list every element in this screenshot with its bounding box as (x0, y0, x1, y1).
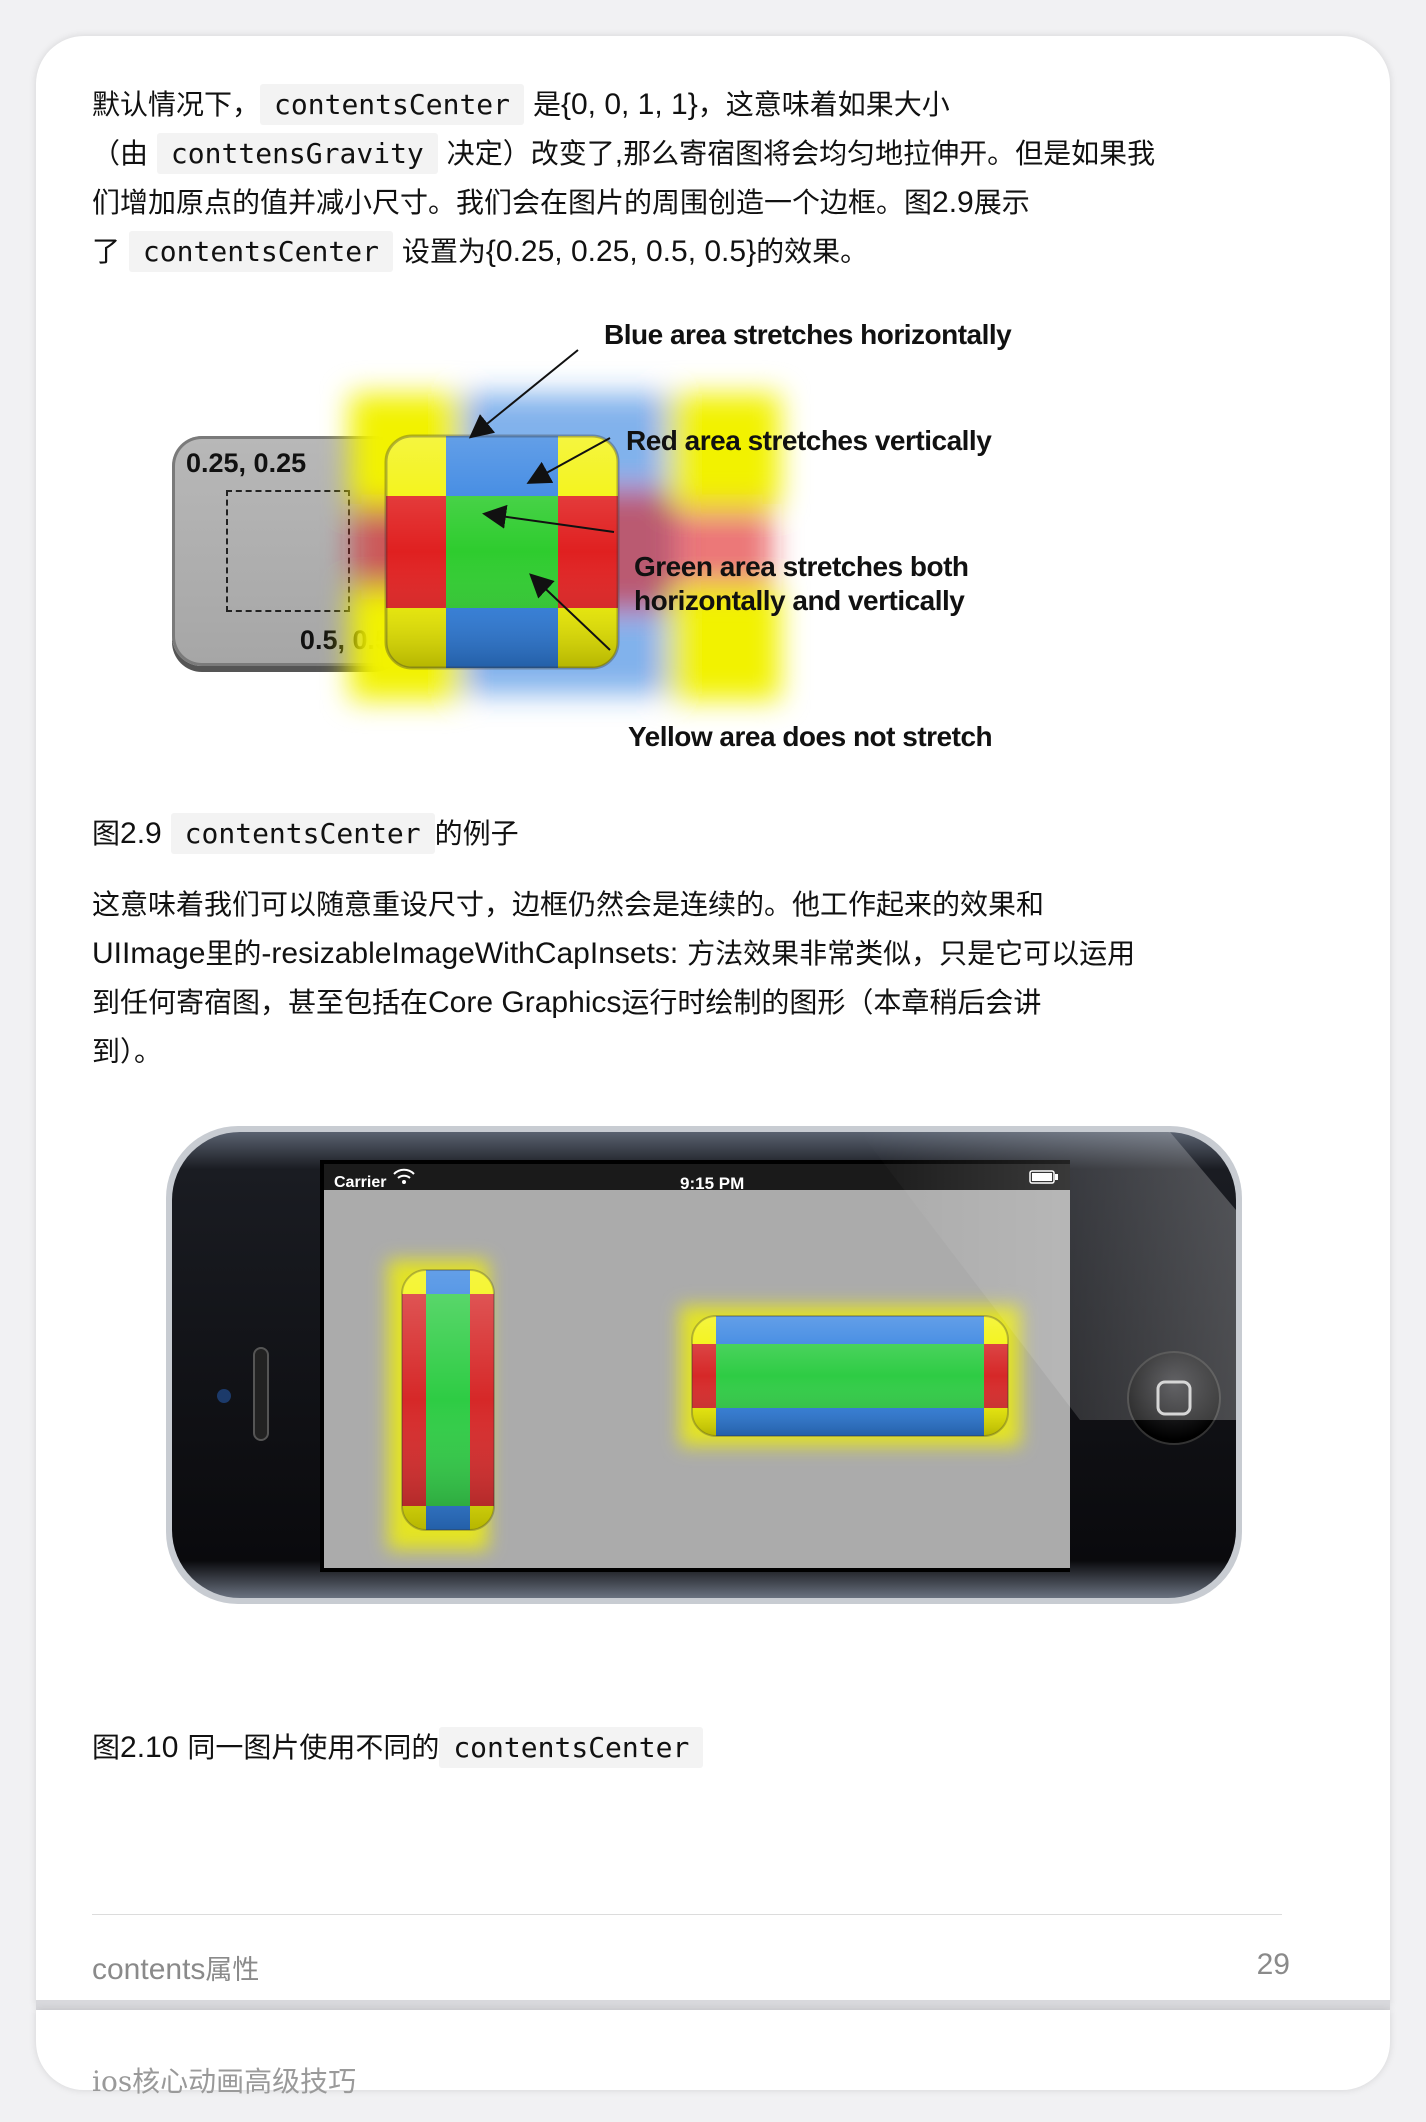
text: -resizableImageWithCapInsets: (261, 937, 679, 970)
front-camera (217, 1389, 231, 1403)
text: 运行时绘制的图形（本章稍后会讲 (621, 986, 1042, 1019)
figure-2-10: Carrier 9:15 PM (160, 1120, 1280, 1680)
stretched-tile-vertical (401, 1269, 495, 1531)
footer-rule (92, 1914, 1282, 1915)
next-page-header: ios核心动画高级技巧 (92, 2065, 357, 2098)
annotation-blue: Blue area stretches horizontally (604, 319, 1012, 350)
book-page (36, 36, 1390, 2006)
status-carrier: Carrier (334, 1174, 387, 1191)
paragraph-2: 这意味着我们可以随意重设尺寸，边框仍然会是连续的。他工作起来的效果和 UIIma… (92, 880, 1272, 1076)
paragraph-1: 默认情况下，contentsCenter 是{0, 0, 1, 1}，这意味着如… (92, 80, 1272, 276)
text: 2.10 (120, 1731, 179, 1764)
text: （由 (92, 137, 149, 170)
top-left-label: 0.25, 0.25 (186, 448, 307, 478)
inline-code: contentsCenter (260, 84, 525, 125)
inline-code: contentsCenter (170, 813, 435, 854)
paragraph-1-line-1: 默认情况下，contentsCenter 是{0, 0, 1, 1}，这意味着如… (92, 80, 1272, 129)
paragraph-2-line-1: 这意味着我们可以随意重设尺寸，边框仍然会是连续的。他工作起来的效果和 (92, 888, 1045, 921)
annotation-red: Red area stretches vertically (626, 425, 992, 456)
text: 2.9 (932, 186, 974, 219)
text: 方法效果非常类似，只是它可以运用 (687, 937, 1136, 970)
text: Core Graphics (428, 986, 622, 1019)
text: , (614, 137, 624, 170)
paragraph-2-line-3: 到任何寄宿图，甚至包括在Core Graphics运行时绘制的图形（本章稍后会讲 (92, 978, 1272, 1027)
text: 的效果。 (756, 235, 869, 268)
text: contents (92, 1953, 206, 1986)
text: 图 (92, 1731, 121, 1764)
wifi-icon (393, 1168, 415, 1184)
text: 了 (92, 235, 121, 268)
text: ，这意味着如果大小 (697, 88, 950, 121)
nine-slice-tile (384, 434, 620, 670)
text: 的例子 (434, 817, 519, 850)
center-rect (226, 490, 350, 612)
speaker-grille (253, 1347, 269, 1441)
arrow-red (526, 437, 611, 484)
iphone-illustration (166, 1126, 1242, 1604)
text: 里的 (205, 937, 262, 970)
paragraph-2-line-2: UIImage里的-resizableImageWithCapInsets: 方… (92, 929, 1272, 978)
stretch-diagram (350, 349, 780, 700)
text: 们增加原点的值并减小尺寸。我们会在图片的周围创造一个边框。图 (92, 186, 933, 219)
text: 2.9 (120, 817, 162, 850)
annotation-green: Green area stretches both horizontally a… (634, 550, 969, 618)
text: 展示 (973, 186, 1030, 219)
text: 同一图片使用不同的 (187, 1731, 440, 1764)
paragraph-1-line-4: 了 contentsCenter 设置为{0.25, 0.25, 0.5, 0.… (92, 227, 1272, 276)
inline-code: conttensGravity (156, 133, 438, 174)
text: {0, 0, 1, 1} (560, 88, 698, 121)
page-divider (36, 2000, 1390, 2012)
footer-section: contents属性 (92, 1948, 259, 1987)
text: 到任何寄宿图，甚至包括在 (92, 986, 429, 1019)
text: 属性 (205, 1955, 260, 1986)
text: UIImage (92, 937, 206, 970)
text: 图 (92, 817, 121, 850)
text: 那么寄宿图将会均匀地拉伸开。但是如果我 (623, 137, 1156, 170)
text: 默认情况下， (92, 88, 261, 121)
annotation-green-line-2: horizontally and vertically (634, 585, 965, 616)
text: 是 (532, 88, 561, 121)
text: {0.25, 0.25, 0.5, 0.5} (485, 235, 757, 268)
page-number: 29 (1256, 1948, 1290, 1981)
text: 设置为 (401, 235, 486, 268)
paragraph-2-line-4: 到）。 (92, 1035, 163, 1068)
stretched-tile-horizontal (691, 1315, 1009, 1437)
figure-2-9: 0.25, 0.25 0.5, 0.5 (92, 300, 1292, 770)
status-time: 9:15 PM (680, 1174, 745, 1193)
paragraph-1-line-2: （由 conttensGravity 决定）改变了,那么寄宿图将会均匀地拉伸开。… (92, 129, 1272, 178)
next-page (36, 2010, 1390, 2090)
arrow-green (482, 504, 615, 533)
inline-code: contentsCenter (439, 1727, 704, 1768)
inline-code: contentsCenter (128, 231, 393, 272)
text: 决定）改变了 (446, 137, 615, 170)
arrow-blue (468, 349, 579, 439)
arrow-yellow (529, 573, 611, 651)
annotation-yellow: Yellow area does not stretch (628, 721, 993, 752)
annotation-green-line-1: Green area stretches both (634, 551, 969, 582)
paragraph-1-line-3: 们增加原点的值并减小尺寸。我们会在图片的周围创造一个边框。图2.9展示 (92, 178, 1272, 227)
